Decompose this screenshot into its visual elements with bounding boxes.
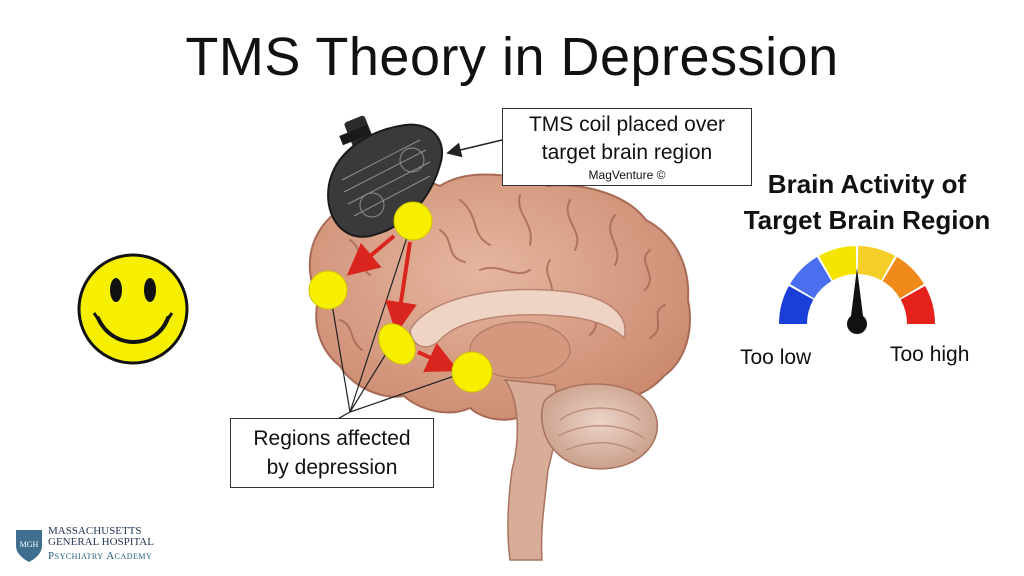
region-limbic (451, 351, 493, 393)
mgh-logo-name: MASSACHUSETTS GENERAL HOSPITAL (48, 526, 154, 548)
mgh-shield-logo: MGH (16, 530, 42, 562)
regions-callout: Regions affected by depression (230, 418, 434, 488)
gauge-title-line2: Target Brain Region (743, 205, 991, 235)
arrow-to-frontal (346, 234, 396, 276)
slide-title: TMS Theory in Depression (185, 27, 839, 87)
mgh-logo-academy: Psychiatry Academy (48, 550, 153, 562)
regions-callout-line2: by depression (266, 456, 398, 479)
coil-pointer-arrow (446, 139, 503, 158)
gauge-segment (857, 246, 895, 281)
region-cingulate (378, 323, 416, 365)
coil-credit: MagVenture © (588, 168, 666, 182)
mgh-badge-text: MGH (20, 540, 39, 549)
arrow-to-cingulate (385, 241, 417, 334)
smiley-face-icon (77, 253, 189, 365)
gauge-segment (882, 257, 924, 299)
coil-markings (341, 139, 431, 218)
arrow-to-limbic (417, 343, 459, 373)
gauge-needle-pointer (850, 268, 864, 324)
gauge-needle-hub (847, 314, 867, 334)
gauge-title-line1: Brain Activity of (767, 169, 967, 199)
corpus-callosum (409, 288, 626, 348)
gauge-high-label: Too high (890, 343, 970, 366)
gauge-segment (779, 286, 814, 324)
coil-callout-line1: TMS coil placed over (528, 113, 726, 136)
gauge-segment (790, 257, 832, 299)
gauge-title: Brain Activity of Target Brain Region (738, 166, 996, 238)
signal-arrows (346, 234, 459, 373)
activity-gauge (779, 246, 935, 324)
gauge-segment (819, 246, 857, 281)
gauge-low-label: Too low (740, 346, 812, 369)
gauge-needle (847, 268, 867, 334)
mgh-line1: MASSACHUSETTS (48, 525, 142, 537)
affected-regions (308, 201, 493, 393)
coil-callout-line2: target brain region (541, 141, 713, 164)
cerebellum (540, 383, 659, 470)
regions-callout-line1: Regions affected (253, 427, 411, 450)
region-dlpfc (393, 201, 433, 241)
thalamus (469, 321, 571, 379)
gauge-segment (900, 286, 935, 324)
coil-callout: TMS coil placed over target brain region… (502, 108, 752, 186)
mgh-line2: GENERAL HOSPITAL (48, 536, 154, 548)
region-frontal (308, 270, 348, 310)
cerebellum-folia (557, 407, 645, 453)
